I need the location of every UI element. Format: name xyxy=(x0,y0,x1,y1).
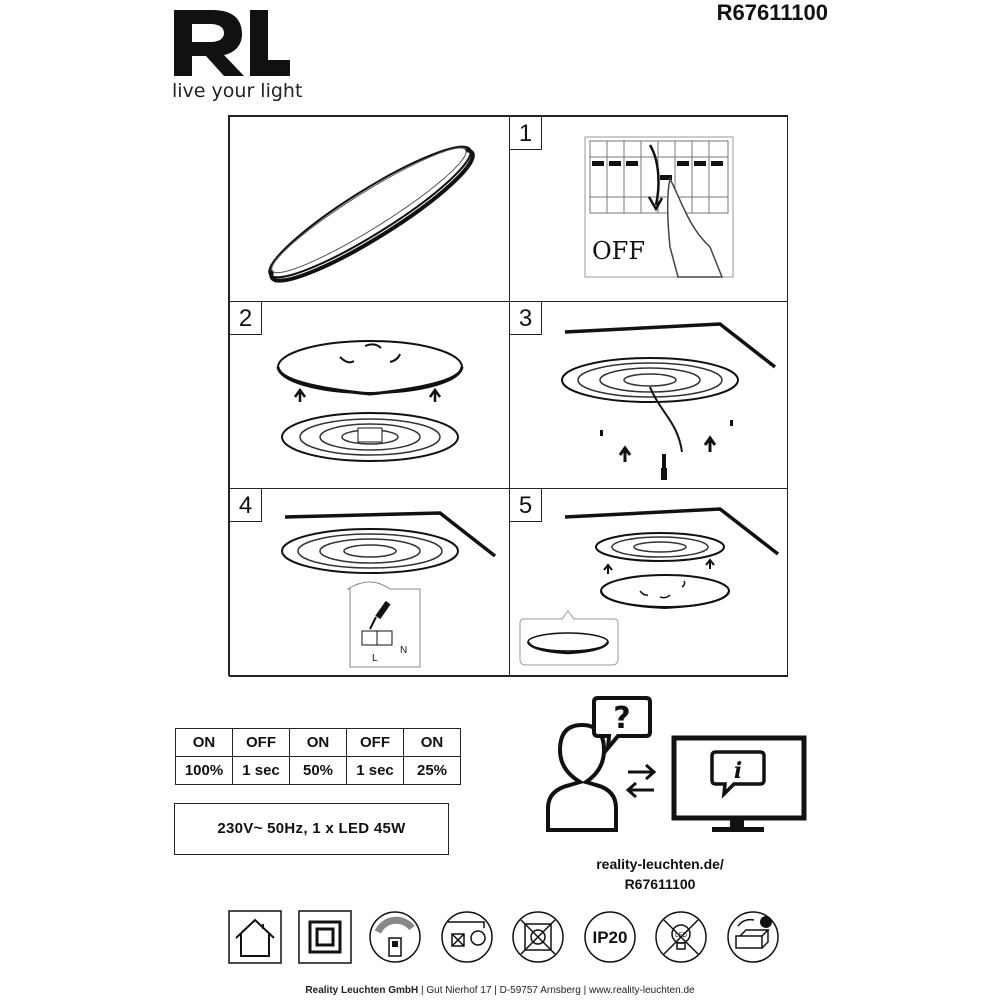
no-spotlight-icon xyxy=(441,911,493,963)
svg-text:?: ? xyxy=(613,701,630,736)
step-2-number: 2 xyxy=(230,302,262,335)
product-code: R67611100 xyxy=(716,0,828,25)
instruction-grid: 1 OFF 2 xyxy=(228,115,788,677)
attach-cover-illustration xyxy=(519,507,780,666)
company-name: Reality Leuchten GmbH xyxy=(305,985,419,996)
wiring-illustration xyxy=(281,511,497,668)
wire-label-n: N xyxy=(400,645,408,656)
mount-base-illustration xyxy=(561,322,777,480)
step-1-number: 1 xyxy=(510,117,542,150)
ceiling-lamp-illustration xyxy=(268,145,475,283)
company-website-link[interactable]: www.reality-leuchten.de xyxy=(588,985,695,996)
company-footer: Reality Leuchten GmbH | Gut Nierhof 17 |… xyxy=(305,985,695,996)
value-cell: 100% xyxy=(175,756,233,785)
led-not-replaceable-icon: LED xyxy=(655,911,707,963)
step-3-panel: 3 xyxy=(509,301,788,489)
support-illustration: ? i xyxy=(546,696,807,832)
support-url-line2: R67611100 xyxy=(624,876,696,892)
svg-text:IP20: IP20 xyxy=(593,928,628,947)
table-row: ON OFF ON OFF ON xyxy=(175,728,461,757)
step-3-number: 3 xyxy=(510,302,542,335)
dimmable-switch-icon xyxy=(369,911,421,963)
protection-class-2-icon xyxy=(298,910,352,964)
step-1-panel: 1 OFF xyxy=(509,116,788,302)
product-overview-panel xyxy=(229,116,510,302)
step-5-number: 5 xyxy=(510,489,542,522)
question-bubble-icon: ? xyxy=(592,696,652,755)
exchange-arrows-icon xyxy=(625,763,657,799)
step-4-panel: 4 L N xyxy=(229,488,510,677)
svg-text:i: i xyxy=(734,758,742,784)
off-caption: OFF xyxy=(592,237,645,265)
monitor-info-icon: i xyxy=(671,735,807,832)
value-cell: 25% xyxy=(403,756,461,785)
brand-tagline: live your light xyxy=(172,80,303,102)
wire-label-l: L xyxy=(372,653,378,664)
brand-logo xyxy=(174,10,290,76)
value-cell: 1 sec xyxy=(232,756,290,785)
state-cell: OFF xyxy=(232,728,290,757)
power-spec-box: 230V~ 50Hz, 1 x LED 45W xyxy=(174,803,449,855)
indoor-house-icon xyxy=(228,910,282,964)
person-icon xyxy=(546,722,618,832)
recycle-disposal-icon xyxy=(727,911,779,963)
step-5-panel: 5 xyxy=(509,488,788,677)
value-cell: 1 sec xyxy=(346,756,404,785)
state-cell: ON xyxy=(289,728,347,757)
state-cell: ON xyxy=(403,728,461,757)
support-url-line1[interactable]: reality-leuchten.de/ xyxy=(596,856,724,872)
no-dimmer-icon xyxy=(512,911,564,963)
state-cell: ON xyxy=(175,728,233,757)
step-2-panel: 2 xyxy=(229,301,510,489)
fuse-box-illustration: OFF xyxy=(584,136,734,278)
company-city: D-59757 Arnsberg xyxy=(499,985,581,996)
state-cell: OFF xyxy=(346,728,404,757)
value-cell: 50% xyxy=(289,756,347,785)
dimming-sequence-table: ON OFF ON OFF ON 100% 1 sec 50% 1 sec 25… xyxy=(175,728,461,785)
table-row: 100% 1 sec 50% 1 sec 25% xyxy=(175,756,461,785)
ip-rating-icon: IP20 xyxy=(584,911,636,963)
remove-cover-illustration xyxy=(276,340,464,462)
step-4-number: 4 xyxy=(230,489,262,522)
company-address: Gut Nierhof 17 xyxy=(426,985,492,996)
